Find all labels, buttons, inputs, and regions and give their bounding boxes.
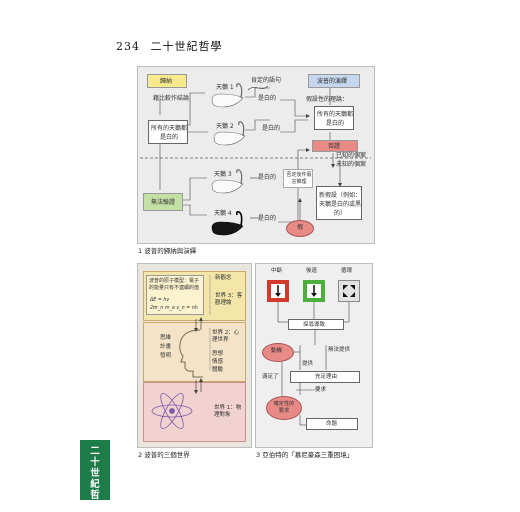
discovery-label: 發明 bbox=[160, 353, 172, 359]
negation-box: 否證 bbox=[312, 140, 358, 152]
compare-generalize: 藉比較作結論 bbox=[153, 95, 190, 102]
book-title: 二十世紀哲學 bbox=[150, 40, 223, 53]
swan-2-icon bbox=[213, 121, 246, 146]
page-number: 234 bbox=[116, 40, 140, 53]
motivation-ellipse: 動機 bbox=[262, 343, 294, 362]
swan-2-label: 天鵝 2 bbox=[216, 123, 234, 130]
planning-label: 計畫 bbox=[160, 344, 172, 350]
deduction-box: 波普的演繹 bbox=[308, 74, 360, 88]
cannot-provide-label: 無法提供 bbox=[328, 347, 351, 353]
is-white-4: 是白的 bbox=[258, 215, 277, 222]
require-label: 要求 bbox=[315, 387, 327, 393]
negative-inference-box: 否定後件假言推理 bbox=[283, 169, 313, 188]
swan-3-label: 天鵝 3 bbox=[214, 171, 232, 178]
new-view-label: 新觀念 bbox=[215, 275, 232, 281]
figure-3-connectors bbox=[271, 284, 355, 426]
world-2-label: 世界 2：心理世界 bbox=[212, 330, 240, 343]
world-1-label: 世界 1：物理對象 bbox=[214, 405, 242, 418]
experience-label: 體驗 bbox=[212, 367, 224, 373]
figure-1-connectors bbox=[140, 85, 371, 225]
sufficient-reason-box: 充足理由 bbox=[290, 371, 360, 383]
provide-label: 提供 bbox=[302, 361, 314, 367]
swan-1-label: 天鵝 1 bbox=[216, 84, 234, 91]
figure-2-drawing bbox=[151, 275, 211, 429]
thought-label: 思想 bbox=[212, 351, 224, 357]
is-white-1: 是白的 bbox=[258, 95, 277, 102]
known-observed: 已知的個案 bbox=[336, 152, 367, 159]
affirm-statement: 肯定的語句 bbox=[251, 77, 282, 84]
world-3-label: 世界 3：客觀理論 bbox=[215, 293, 243, 306]
satisfied-label: 滿足了 bbox=[262, 374, 279, 380]
swan-4-label: 天鵝 4 bbox=[214, 210, 232, 217]
atom-model-box: 波普的原子模型：電子的能量只有不連續的值 ΔE = hν 2πr_n m_e v… bbox=[146, 275, 204, 315]
figure-3-caption: 3 亞伯特的「慕尼豪森三重困境」 bbox=[256, 451, 354, 459]
is-white-2: 是白的 bbox=[262, 125, 281, 132]
swan-1-icon bbox=[211, 83, 244, 108]
is-white-3: 是白的 bbox=[258, 174, 277, 181]
swan-4-icon bbox=[211, 211, 244, 236]
stop-label: 中斷 bbox=[271, 268, 283, 274]
new-hypothesis-box: 新假設（例如：天鵝是白的或黑的） bbox=[316, 186, 362, 220]
turn-label: 循環 bbox=[341, 268, 353, 274]
side-tab-label: 二十世紀哲學 bbox=[90, 446, 100, 512]
world-1-zone bbox=[143, 382, 246, 442]
go-back-label: 後退 bbox=[306, 268, 318, 274]
swan-illustrations bbox=[211, 83, 246, 236]
page-header: 234 二十世紀哲學 bbox=[116, 41, 223, 52]
search-box: 探尋導致 bbox=[288, 319, 344, 330]
hypothetical-theory: 假設性的理論： bbox=[306, 96, 349, 103]
cannot-verify-box: 無法驗證 bbox=[143, 193, 183, 211]
proposition-box: 命題 bbox=[306, 418, 358, 430]
figure-1-caption: 1 波普的歸納與演繹 bbox=[138, 247, 197, 255]
swan-3-icon bbox=[211, 169, 244, 194]
all-swans-left-box: 所有的天鵝都是白的 bbox=[148, 120, 188, 144]
world-2-zone bbox=[143, 322, 246, 382]
thinking-label: 思維 bbox=[160, 335, 172, 341]
unknown-observed: 未知的個案 bbox=[336, 161, 367, 168]
induction-box: 歸納 bbox=[147, 74, 187, 88]
all-swans-right-box: 所有的天鵝都是白的 bbox=[314, 106, 354, 130]
emotion-label: 情感 bbox=[212, 359, 224, 365]
determinate-need-ellipse: 確定性的要求 bbox=[266, 396, 302, 420]
chapter-side-tab: 二十世紀哲學 bbox=[80, 440, 110, 512]
false-ellipse: 假 bbox=[286, 220, 314, 237]
atom-icon bbox=[151, 393, 193, 429]
figure-2-caption: 2 波普的三個世界 bbox=[138, 451, 190, 459]
